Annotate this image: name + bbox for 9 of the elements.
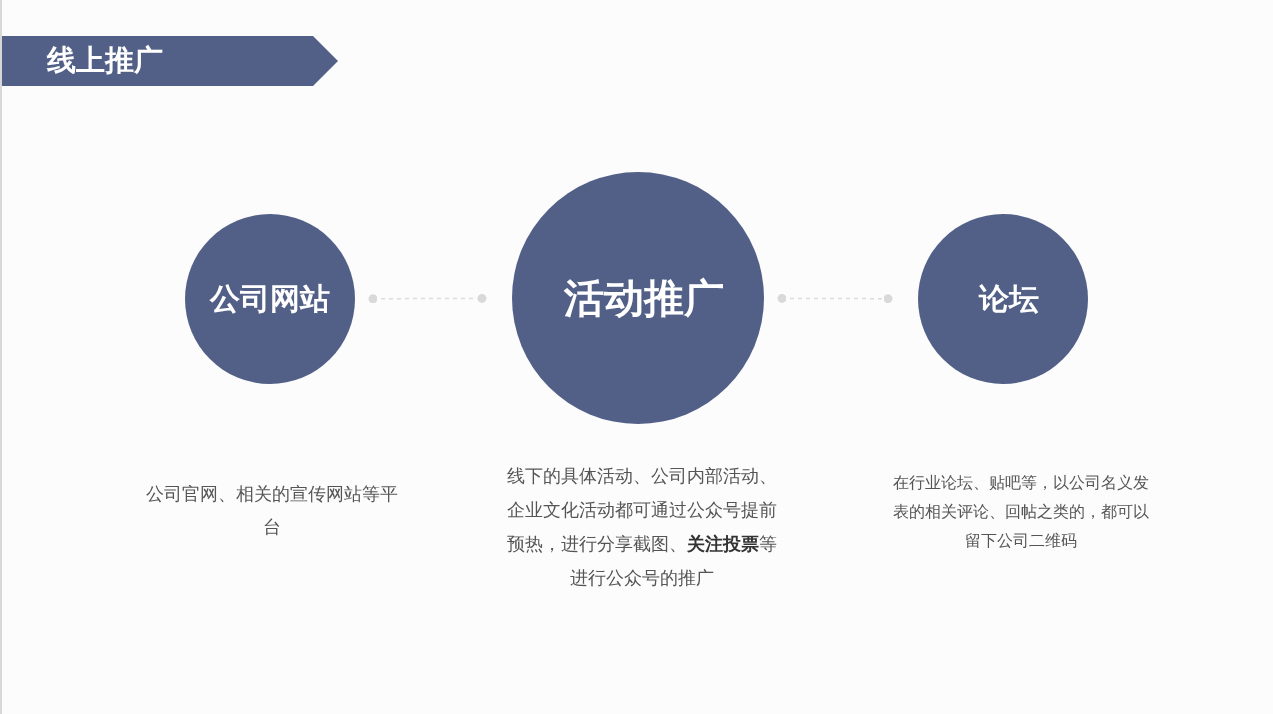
description-text: 公司官网、相关的宣传网站等平台 xyxy=(145,483,399,539)
title-text: 线上推广 xyxy=(47,43,163,78)
dotted-connector xyxy=(777,293,893,304)
dotted-connector xyxy=(368,293,487,304)
node-title: 活动推广 xyxy=(564,274,724,322)
description-text: 在行业论坛、贴吧等，以公司名义发表的相关评论、回帖之类的，都可以留下公司二维码 xyxy=(892,473,1150,551)
description-text: 线下的具体活动、公司内部活动、企业文化活动都可通过公众号提前预热，进行分享截图、关注投票等进行公众号的推广 xyxy=(506,465,778,590)
node-title: 公司网站 xyxy=(210,280,330,317)
node-title: 论坛 xyxy=(979,280,1039,317)
